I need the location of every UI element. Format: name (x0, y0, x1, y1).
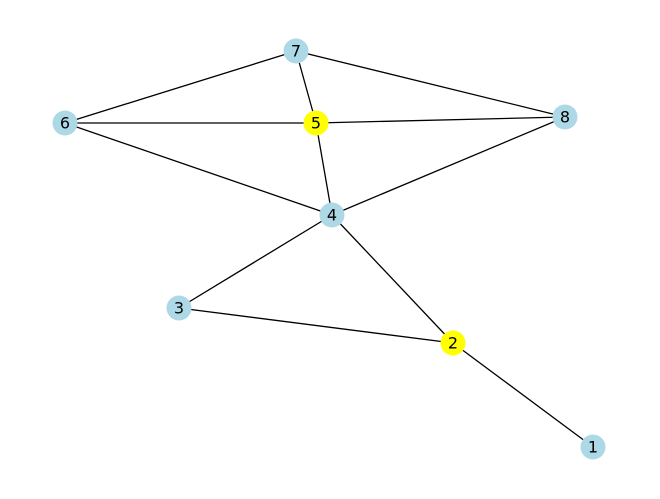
node-1-circle (580, 434, 606, 460)
edge-4-5 (315, 122, 333, 216)
node-4-circle (319, 202, 345, 228)
node-1-label: 1 (588, 438, 598, 457)
node-2-circle (440, 330, 466, 356)
node-7-circle (283, 38, 309, 64)
node-6: 6 (52, 110, 78, 136)
edge-6-7 (64, 50, 297, 124)
edges-layer (64, 50, 594, 448)
edge-2-3 (178, 307, 454, 344)
node-5-label: 5 (311, 114, 321, 133)
edge-5-8 (315, 116, 566, 124)
node-5-circle (303, 110, 329, 136)
node-6-circle (52, 110, 78, 136)
edge-3-4 (178, 214, 333, 309)
node-2-label: 2 (448, 334, 458, 353)
node-8-circle (552, 104, 578, 130)
node-4: 4 (319, 202, 345, 228)
node-3: 3 (166, 295, 192, 321)
node-8-label: 8 (560, 108, 570, 127)
edge-4-6 (64, 122, 333, 216)
node-4-label: 4 (327, 206, 337, 225)
edge-1-2 (452, 342, 594, 448)
node-3-circle (166, 295, 192, 321)
node-2: 2 (440, 330, 466, 356)
node-7: 7 (283, 38, 309, 64)
nodes-layer: 1 2 3 4 5 6 7 8 (52, 38, 606, 460)
node-7-label: 7 (291, 42, 301, 61)
node-5: 5 (303, 110, 329, 136)
node-1: 1 (580, 434, 606, 460)
edge-7-8 (295, 50, 566, 118)
node-3-label: 3 (174, 299, 184, 318)
edge-4-8 (331, 116, 566, 216)
node-8: 8 (552, 104, 578, 130)
node-6-label: 6 (60, 114, 70, 133)
edge-2-4 (331, 214, 454, 344)
